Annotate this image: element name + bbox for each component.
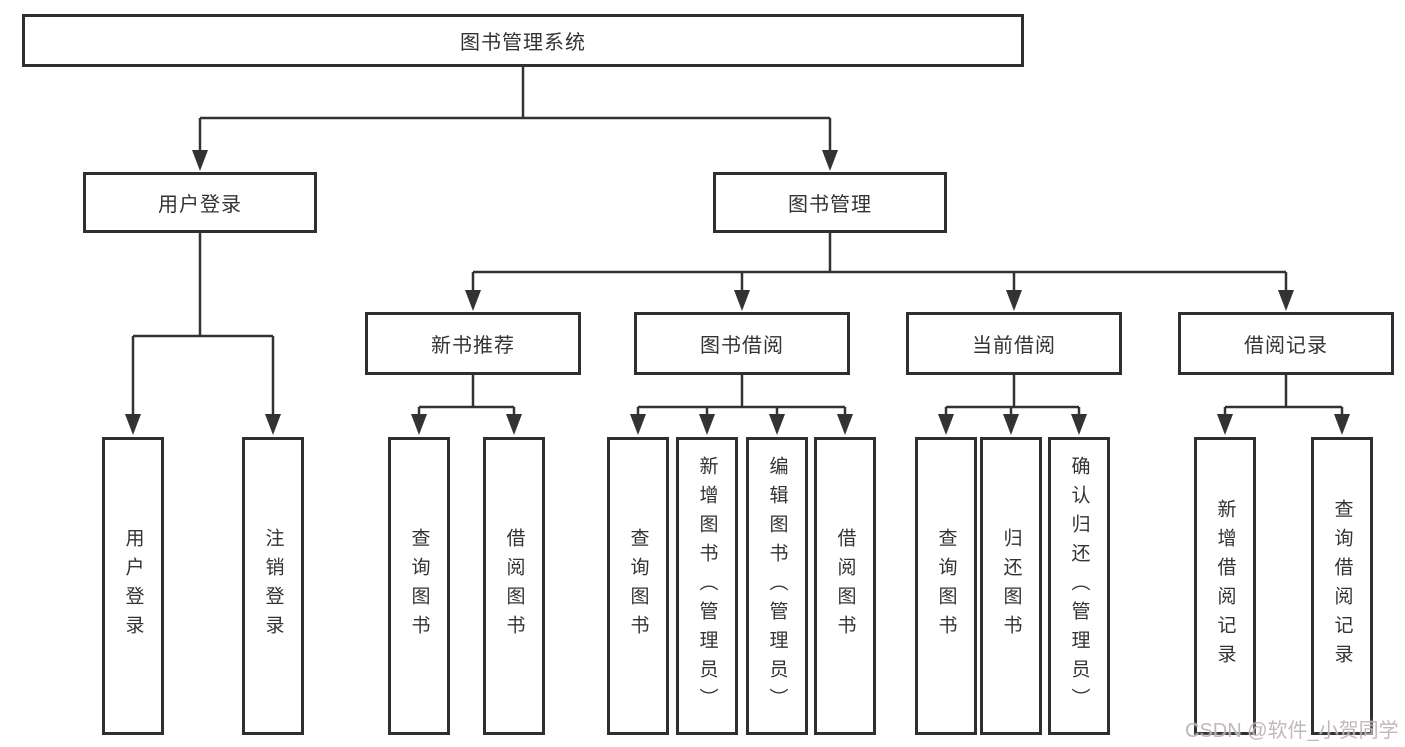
node-leaf-logout: 注销登录 xyxy=(242,437,304,735)
csdn-watermark: CSDN @软件_小贺同学 xyxy=(1185,720,1399,742)
node-leaf-query-books-2: 查询图书 xyxy=(607,437,669,735)
node-label: 用户登录 xyxy=(158,194,242,216)
node-label: 查询图书 xyxy=(627,528,649,644)
node-leaf-query-borrow-record: 查询借阅记录 xyxy=(1311,437,1373,735)
node-new-book-recommendation: 新书推荐 xyxy=(365,312,581,375)
node-label: 图书管理 xyxy=(788,194,872,216)
node-label: 当前借阅 xyxy=(972,335,1056,357)
node-label: 新书推荐 xyxy=(431,335,515,357)
node-leaf-user-login: 用户登录 xyxy=(102,437,164,735)
node-label: 确认归还（管理员） xyxy=(1068,455,1090,717)
node-current-borrowing: 当前借阅 xyxy=(906,312,1122,375)
node-label: 归还图书 xyxy=(1000,528,1022,644)
node-leaf-edit-books-admin: 编辑图书（管理员） xyxy=(746,437,808,735)
node-label: 新增借阅记录 xyxy=(1214,499,1236,673)
node-label: 用户登录 xyxy=(122,528,144,644)
node-label: 查询借阅记录 xyxy=(1331,499,1353,673)
node-label: 新增图书（管理员） xyxy=(696,455,718,717)
node-leaf-add-books-admin: 新增图书（管理员） xyxy=(676,437,738,735)
node-label: 借阅记录 xyxy=(1244,335,1328,357)
node-label: 图书管理系统 xyxy=(460,32,586,54)
node-label: 查询图书 xyxy=(408,528,430,644)
node-leaf-borrow-books-2: 借阅图书 xyxy=(814,437,876,735)
node-leaf-borrow-books-1: 借阅图书 xyxy=(483,437,545,735)
node-label: 借阅图书 xyxy=(503,528,525,644)
node-book-management: 图书管理 xyxy=(713,172,947,233)
node-label: 图书借阅 xyxy=(700,335,784,357)
node-leaf-query-books-3: 查询图书 xyxy=(915,437,977,735)
node-label: 查询图书 xyxy=(935,528,957,644)
node-leaf-add-borrow-record: 新增借阅记录 xyxy=(1194,437,1256,735)
node-borrowing-records: 借阅记录 xyxy=(1178,312,1394,375)
node-label: 注销登录 xyxy=(262,528,284,644)
node-leaf-confirm-return-admin: 确认归还（管理员） xyxy=(1048,437,1110,735)
node-leaf-return-books: 归还图书 xyxy=(980,437,1042,735)
node-book-borrowing: 图书借阅 xyxy=(634,312,850,375)
node-root-system: 图书管理系统 xyxy=(22,14,1024,67)
node-label: 编辑图书（管理员） xyxy=(766,455,788,717)
node-label: 借阅图书 xyxy=(834,528,856,644)
node-leaf-query-books-1: 查询图书 xyxy=(388,437,450,735)
node-user-login: 用户登录 xyxy=(83,172,317,233)
